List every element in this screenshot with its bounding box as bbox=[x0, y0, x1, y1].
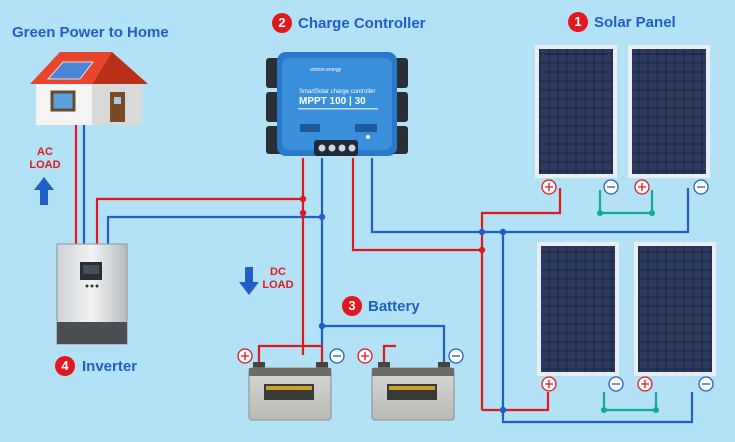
inverter-label: Inverter bbox=[82, 358, 138, 375]
charge-controller-badge: 2 bbox=[272, 13, 292, 33]
battery-series-link bbox=[257, 344, 324, 366]
house-icon bbox=[30, 52, 148, 125]
page-title: Green Power to Home bbox=[12, 24, 169, 41]
bottom-panels-series bbox=[602, 392, 658, 412]
controller-model: MPPT 100 | 30 bbox=[299, 96, 366, 107]
solar-panel-label: Solar Panel bbox=[594, 14, 676, 31]
solar-panel-icon bbox=[535, 45, 716, 376]
top-panels-negative bbox=[503, 188, 690, 234]
battery-right-positive bbox=[382, 344, 396, 366]
controller-subtitle: SmartSolar charge controller bbox=[299, 89, 376, 95]
charge-controller-label: Charge Controller bbox=[298, 15, 426, 32]
plus-terminal-icon bbox=[237, 179, 653, 392]
junction-dots bbox=[299, 195, 659, 414]
inverter-badge: 4 bbox=[55, 356, 75, 376]
controller-brand: victron energy bbox=[310, 67, 342, 73]
solar-panel-badge: 1 bbox=[568, 12, 588, 32]
battery-label: Battery bbox=[368, 298, 420, 315]
bottom-panels-negative bbox=[501, 232, 694, 424]
bottom-panels-positive bbox=[482, 392, 550, 412]
arrow-up-icon bbox=[34, 177, 54, 205]
arrow-down-icon bbox=[239, 267, 259, 295]
wires bbox=[74, 125, 694, 424]
pv-wire-negative bbox=[370, 158, 503, 234]
battery-negative-link bbox=[322, 324, 446, 366]
ac-load-label: AC LOAD bbox=[29, 146, 61, 171]
charge-controller-icon bbox=[266, 52, 408, 156]
inverter-icon bbox=[56, 243, 128, 345]
minus-terminal-icon bbox=[329, 179, 714, 392]
top-panels-positive bbox=[480, 188, 562, 410]
top-panels-series bbox=[598, 190, 654, 215]
battery-badge: 3 bbox=[342, 296, 362, 316]
inverter-wire-negative bbox=[106, 215, 322, 245]
inverter-wire-positive bbox=[95, 197, 303, 245]
pv-wire-positive bbox=[351, 158, 482, 252]
battery-icon bbox=[248, 362, 455, 421]
dc-load-label: DC LOAD bbox=[262, 266, 294, 291]
